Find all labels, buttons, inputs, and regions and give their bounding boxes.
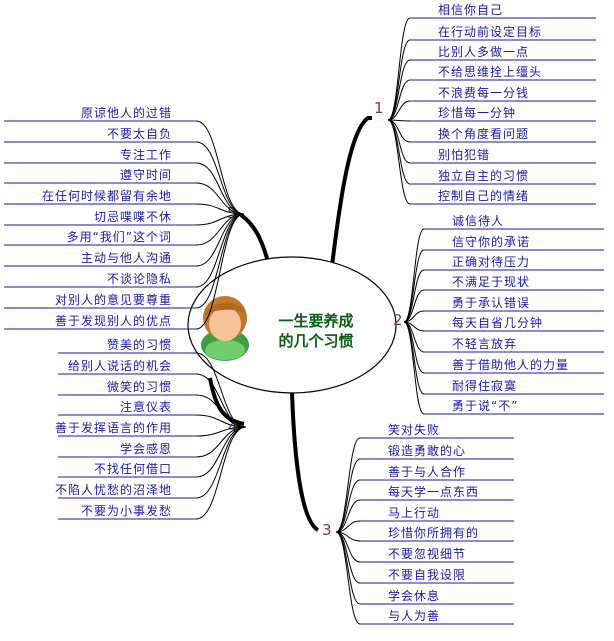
branch-4-number: 4 [228, 418, 238, 436]
branch-4-item[interactable]: 学会感恩 [120, 441, 172, 456]
branch-5-item[interactable]: 原谅他人的过错 [81, 105, 172, 120]
branch-4-item[interactable]: 微笑的习惯 [107, 379, 172, 394]
branch-3-twig [335, 479, 361, 533]
branch-5-item[interactable]: 多用“我们”这个词 [67, 229, 172, 244]
branch-3-item[interactable]: 学会休息 [388, 588, 440, 603]
branch-1-item[interactable]: 不浪费每一分钱 [438, 85, 529, 100]
branch-1-twig [387, 79, 411, 121]
branch-4-item[interactable]: 赞美的习惯 [107, 337, 172, 352]
branch-5-twig [195, 162, 245, 215]
branch-5-item[interactable]: 不谈论隐私 [107, 272, 172, 286]
branch-4-item[interactable]: 不陷人忧愁的沼泽地 [55, 482, 172, 497]
branch-3-twig [335, 531, 361, 625]
branch-2-item[interactable]: 诚信待人 [452, 214, 504, 228]
branch-2-item[interactable]: 不轻言放弃 [452, 336, 517, 351]
branch-5-trunk [239, 213, 270, 263]
branch-2-item[interactable]: 信守你的承诺 [452, 234, 530, 249]
branch-5-twig [195, 213, 245, 330]
branch-2-item[interactable]: 勇于承认错误 [452, 296, 530, 310]
branch-1-item[interactable]: 比别人多做一点 [438, 44, 529, 59]
center-title-line-1: 一生要养成 [278, 312, 353, 330]
branch-2-twig [403, 321, 425, 415]
branch-5-twig [195, 213, 245, 267]
branch-3-number: 3 [322, 521, 332, 539]
branch-3-trunk [290, 391, 320, 532]
branch-3-twig [335, 531, 361, 605]
branch-1-twig [387, 119, 411, 185]
branch-5-item[interactable]: 善于发现别人的优点 [55, 313, 172, 328]
branch-1-twig [387, 17, 411, 121]
person-icon [201, 296, 249, 361]
branch-4-item[interactable]: 给别人说话的机会 [68, 358, 172, 373]
branch-4-twig [195, 426, 247, 478]
branch-4-trunk [208, 377, 245, 426]
branch-1-twig [387, 39, 411, 121]
branch-1-number: 1 [374, 99, 384, 117]
branch-3-item[interactable]: 不要自我设限 [388, 568, 466, 582]
branch-4-twig [195, 414, 247, 428]
branch-3-item[interactable]: 善于与人合作 [388, 464, 466, 479]
branch-4-item[interactable]: 不找任何借口 [94, 462, 172, 476]
branch-5-item[interactable]: 主动与他人沟通 [81, 251, 172, 265]
branch-1-item[interactable]: 控制自己的情绪 [438, 188, 529, 203]
branch-3-item[interactable]: 与人为善 [388, 608, 440, 623]
branch-4-twig [195, 426, 247, 499]
branch-2-item[interactable]: 勇于说“不” [452, 398, 518, 413]
branch-1-twig [387, 119, 411, 205]
branch-2-twig [403, 321, 425, 395]
branch-4-item[interactable]: 注意仪表 [120, 399, 172, 414]
branch-2-twig [403, 269, 425, 323]
branch-1-item[interactable]: 在行动前设定目标 [438, 24, 542, 39]
branch-4-twig [195, 373, 247, 428]
branch-3-item[interactable]: 不要忽视细节 [388, 546, 466, 561]
branch-1-twig [387, 100, 411, 121]
branch-5-item[interactable]: 切忌喋喋不休 [94, 210, 172, 224]
branch-5-item[interactable]: 专注工作 [120, 147, 172, 162]
branch-5-twig [195, 120, 245, 215]
branch-5-item[interactable]: 在任何时候都留有余地 [42, 188, 172, 203]
branch-3-twig [335, 520, 361, 533]
center-title-line-2: 的几个习惯 [278, 332, 353, 350]
branch-1-item[interactable]: 独立自主的习惯 [438, 168, 529, 183]
branch-3-item[interactable]: 锻造勇敢的心 [388, 443, 466, 458]
branch-3-twig [335, 499, 361, 533]
branch-1-item[interactable]: 别怕犯错 [438, 147, 490, 162]
branch-5-twig [195, 141, 245, 215]
branch-2-item[interactable]: 正确对待压力 [452, 255, 530, 269]
branch-2-twig [403, 228, 425, 323]
branch-1-item[interactable]: 不给思维拴上缰头 [438, 64, 542, 79]
branch-4-twig [195, 352, 247, 428]
branch-5-item[interactable]: 不要太自负 [107, 126, 172, 141]
branch-1-trunk [330, 116, 372, 267]
branch-3-item[interactable]: 马上行动 [388, 506, 440, 520]
branch-2-item[interactable]: 不满足于现状 [452, 275, 530, 289]
branch-5-item[interactable]: 对别人的意见要尊重 [55, 292, 172, 307]
leaf-layer: 相信你自己在行动前设定目标比别人多做一点不给思维拴上缰头不浪费每一分钱珍惜每一分… [4, 3, 604, 625]
branch-2-twig [403, 289, 425, 323]
branch-2-twig [403, 310, 425, 323]
branch-2-item[interactable]: 善于借助他人的力量 [452, 357, 569, 372]
branch-2-item[interactable]: 耐得住寂寞 [452, 378, 517, 393]
branch-5-twig [195, 182, 245, 215]
branch-4-twig [195, 426, 247, 520]
branch-3-item[interactable]: 笑对失败 [388, 422, 440, 437]
branch-4-twig [195, 394, 247, 428]
branch-1-item[interactable]: 珍惜每一分钟 [438, 105, 516, 120]
branch-2-number: 2 [393, 311, 403, 329]
branch-1-item[interactable]: 换个角度看问题 [438, 126, 529, 141]
branch-1-item[interactable]: 相信你自己 [438, 3, 503, 17]
branch-4-item[interactable]: 不要为小事发愁 [81, 503, 172, 518]
branch-4-item[interactable]: 善于发挥语言的作用 [55, 420, 172, 435]
branch-5-item[interactable]: 遵守时间 [120, 167, 172, 182]
branch-3-item[interactable]: 每天学一点东西 [388, 484, 479, 499]
branch-2-item[interactable]: 每天自省几分钟 [452, 315, 543, 330]
branch-3-item[interactable]: 珍惜你所拥有的 [388, 525, 479, 540]
branch-3-twig [335, 437, 361, 533]
center-node[interactable] [187, 256, 397, 394]
